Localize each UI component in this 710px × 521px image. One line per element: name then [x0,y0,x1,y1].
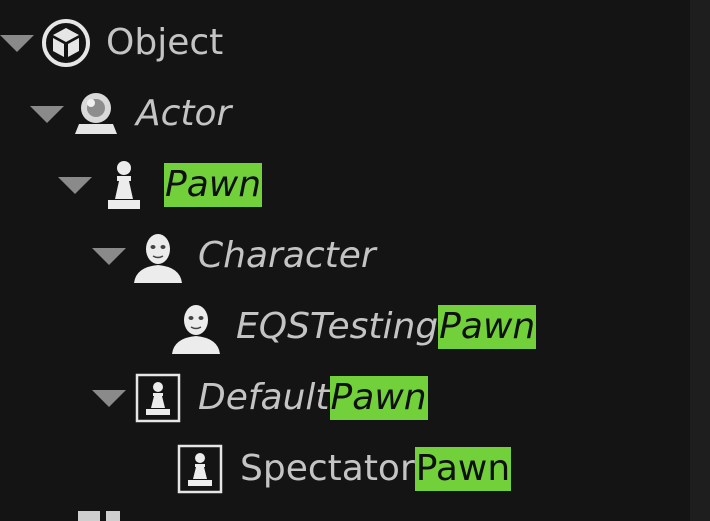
character-icon [130,228,186,284]
default-pawn-icon [130,370,186,426]
tree-row-character[interactable]: Character [92,225,376,287]
pawn-icon [96,157,152,213]
next-row-partial-icon [70,505,130,521]
tree-row-label: Actor [136,93,232,134]
expand-arrow-icon[interactable] [92,247,126,265]
search-highlight: Pawn [438,305,537,349]
actor-sphere-icon [68,86,124,142]
tree-row-pawn[interactable]: Pawn [58,154,263,216]
tree-row-label: Pawn [164,163,263,207]
tree-row-label: Character [198,235,376,276]
search-highlight: Pawn [329,376,428,420]
tree-row-object[interactable]: Object [0,12,223,74]
expand-arrow-icon[interactable] [30,105,64,123]
character-icon [168,299,224,355]
scrollbar[interactable] [690,0,710,521]
tree-row-label: Object [106,22,224,63]
object-cube-icon [38,15,94,71]
search-highlight: Pawn [164,163,263,207]
expand-arrow-icon[interactable] [58,176,92,194]
expand-arrow-icon[interactable] [92,389,126,407]
search-highlight: Pawn [414,447,512,491]
expand-arrow-icon[interactable] [0,34,34,52]
tree-row-actor[interactable]: Actor [30,83,231,145]
default-pawn-icon [172,441,228,497]
